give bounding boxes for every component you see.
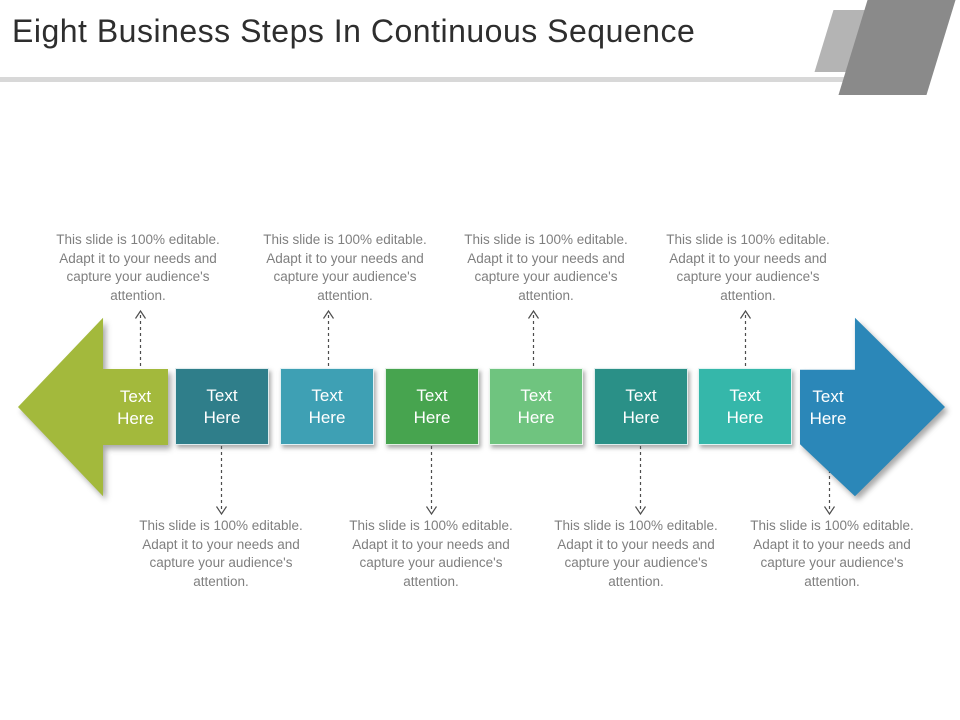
- step-label-wrap: Text Here: [800, 369, 856, 446]
- step-1-arrow-left: Text Here: [18, 314, 168, 500]
- step-label: Text Here: [203, 385, 241, 427]
- step-4-box: Text Here: [385, 368, 479, 445]
- step-label: Text Here: [308, 385, 346, 427]
- step-6-box: Text Here: [594, 368, 688, 445]
- step-2-box: Text Here: [175, 368, 269, 445]
- dashed-arrow-up-icon: [740, 309, 751, 369]
- callout-bottom-4: This slide is 100% editable. Adapt it to…: [750, 518, 914, 589]
- dashed-arrow-up-icon: [528, 309, 539, 369]
- step-label: Text Here: [622, 385, 660, 427]
- step-3-box: Text Here: [280, 368, 374, 445]
- dashed-arrow-down-icon: [635, 446, 646, 516]
- callout-top-3: This slide is 100% editable. Adapt it to…: [464, 232, 628, 303]
- callout-bottom-2: This slide is 100% editable. Adapt it to…: [349, 518, 513, 589]
- title-divider: [0, 77, 870, 82]
- step-label: Text Here: [809, 386, 847, 428]
- step-label: Text Here: [413, 385, 451, 427]
- callout-top-1: This slide is 100% editable. Adapt it to…: [56, 232, 220, 303]
- callout-top-4: This slide is 100% editable. Adapt it to…: [666, 232, 830, 303]
- step-label-wrap: Text Here: [103, 369, 168, 446]
- callout-bottom-1: This slide is 100% editable. Adapt it to…: [139, 518, 303, 589]
- step-5-box: Text Here: [489, 368, 583, 445]
- callout-top-2: This slide is 100% editable. Adapt it to…: [263, 232, 427, 303]
- dashed-arrow-down-icon: [216, 446, 227, 516]
- step-label: Text Here: [517, 385, 555, 427]
- step-7-box: Text Here: [698, 368, 792, 445]
- dashed-arrow-up-icon: [323, 309, 334, 369]
- step-label: Text Here: [117, 386, 154, 428]
- slide-title: Eight Business Steps In Continuous Seque…: [12, 13, 696, 49]
- dashed-arrow-up-icon: [135, 309, 146, 369]
- step-8-arrow-right: Text Here: [800, 314, 945, 500]
- dashed-arrow-down-icon: [426, 446, 437, 516]
- dashed-arrow-down-icon: [824, 446, 835, 516]
- callout-bottom-3: This slide is 100% editable. Adapt it to…: [554, 518, 718, 589]
- step-label: Text Here: [726, 385, 764, 427]
